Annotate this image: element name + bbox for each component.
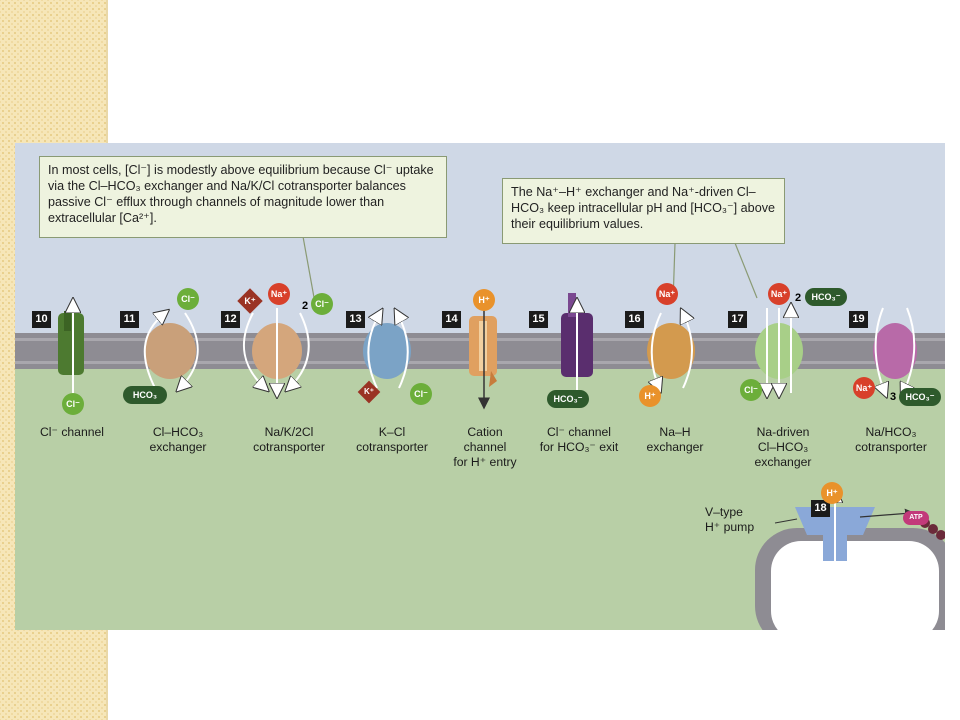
transport-diagram: In most cells, [Cl⁻] is modestly above e…	[15, 143, 945, 630]
transporter-16-na-h-exchanger	[647, 313, 695, 388]
stoich-2cl: 2	[302, 300, 309, 312]
tag-18: 18	[811, 500, 830, 517]
transporter-19-na-hco3-cotransporter	[873, 307, 917, 393]
tag-12: 12	[221, 311, 240, 328]
ion-cl-11-out: Cl⁻	[177, 288, 199, 310]
ion-cl-13: Cl⁻	[410, 383, 432, 405]
tag-17: 17	[728, 311, 747, 328]
callout-left-pointer	[301, 230, 316, 304]
transporter-12-na-k-2cl-cotransporter	[242, 308, 310, 393]
tag-14: 14	[442, 311, 461, 328]
ion-h-14: H⁺	[473, 289, 495, 311]
transporter-14-cation-channel	[469, 303, 497, 410]
ion-k-12-label: K⁺	[244, 296, 256, 306]
stoich-2hco3: 2	[795, 292, 802, 304]
ion-hco3-15: HCO₃⁻	[547, 390, 589, 408]
transporter-11-cl-hco3-exchanger	[143, 313, 199, 388]
label-14: Cation channel for H⁺ entry	[453, 425, 517, 469]
transporter-10-cl-channel	[58, 303, 84, 395]
ion-cl-10: Cl⁻	[62, 393, 84, 415]
label-15: Cl⁻ channel for HCO₃⁻ exit	[539, 425, 619, 454]
atp-molecule: ATP	[903, 511, 929, 525]
callout-ph-text: The Na⁺–H⁺ exchanger and Na⁺-driven Cl–H…	[511, 185, 775, 231]
tag-15: 15	[529, 311, 548, 328]
transporter-15-cl-channel-hco3-exit	[561, 293, 593, 398]
label-16: Na–H exchanger	[646, 425, 704, 454]
ion-cl-12: Cl⁻	[311, 293, 333, 315]
tag-10: 10	[32, 311, 51, 328]
label-11: Cl–HCO₃ exchanger	[149, 425, 207, 454]
ion-hco3-17: HCO₃⁻	[805, 288, 847, 306]
ion-h-16: H⁺	[639, 385, 661, 407]
transporter-18-v-type-h-pump	[755, 493, 945, 630]
ion-cl-17: Cl⁻	[740, 379, 762, 401]
transporter-17-na-driven-cl-hco3-exchanger	[755, 308, 803, 393]
ion-na-12: Na⁺	[268, 283, 290, 305]
callout-chloride-equilibrium: In most cells, [Cl⁻] is modestly above e…	[39, 156, 447, 238]
label-17: Na-driven Cl–HCO₃ exchanger	[754, 425, 812, 469]
label-19: Na/HCO₃ cotransporter	[855, 425, 927, 454]
label-18: V–type H⁺ pump	[705, 505, 755, 534]
tag-13: 13	[346, 311, 365, 328]
ion-h-18: H⁺	[821, 482, 843, 504]
ion-hco3-19: HCO₃⁻	[899, 388, 941, 406]
ion-na-17: Na⁺	[768, 283, 790, 305]
tag-19: 19	[849, 311, 868, 328]
callout-ph-regulation: The Na⁺–H⁺ exchanger and Na⁺-driven Cl–H…	[502, 178, 785, 244]
ion-na-16: Na⁺	[656, 283, 678, 305]
callout-right-pointer-b	[734, 242, 758, 299]
tag-16: 16	[625, 311, 644, 328]
label-12: Na/K/2Cl cotransporter	[253, 425, 325, 454]
label-10: Cl⁻ channel	[39, 425, 105, 439]
callout-chloride-text: In most cells, [Cl⁻] is modestly above e…	[48, 163, 434, 225]
ion-na-19: Na⁺	[853, 377, 875, 399]
tag-11: 11	[120, 311, 139, 328]
ion-hco3-11-in: HCO₃	[123, 386, 167, 404]
transporter-13-k-cl-cotransporter	[363, 313, 411, 389]
diagram-canvas	[15, 143, 945, 630]
stoich-3hco3: 3	[890, 391, 897, 403]
label-13: K–Cl cotransporter	[356, 425, 428, 454]
ion-k-13-label: K⁺	[364, 387, 374, 396]
